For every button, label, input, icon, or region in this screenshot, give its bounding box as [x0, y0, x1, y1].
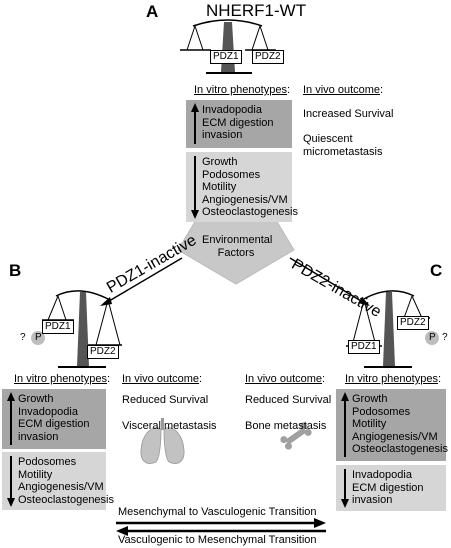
panel-b-in-vitro-header: In vitro phenotypes:	[14, 373, 111, 385]
panel-c-in-vitro-header: In vitro phenotypes:	[345, 373, 442, 385]
list-item: ECM digestion	[18, 418, 90, 430]
list-item: Podosomes	[352, 405, 411, 418]
panel-b-up-list: Growth Invadopodia ECM digestion invasio…	[18, 393, 90, 443]
list-item: Growth	[202, 156, 238, 168]
panel-b-in-vivo-item: Visceral metastasis	[122, 420, 217, 432]
list-item: Invadopodia	[352, 469, 412, 481]
panel-b-down-list: Podosomes Motility Angiogenesis/VM Osteo…	[18, 456, 114, 506]
panel-a-in-vitro-header: In vitro phenotypes:	[194, 84, 291, 96]
phosphate-label-c: P	[429, 332, 436, 343]
panel-c-down-list: Invadopodia ECM digestion invasion	[352, 469, 424, 507]
list-item: Osteoclastogenesis	[352, 443, 448, 455]
list-item: Podosomes	[202, 168, 261, 181]
lungs-icon	[140, 418, 185, 464]
panel-b-letter: B	[9, 261, 22, 280]
panel-c-up-box: Growth Podosomes Motility Angiogenesis/V…	[336, 389, 448, 461]
list-item: Osteoclastogenesis	[18, 493, 114, 506]
panel-a-up-box: Invadopodia ECM digestion invasion	[186, 100, 292, 148]
panel-b-in-vivo-item: Reduced Survival	[122, 394, 209, 406]
panel-c-in-vivo-header: In vivo outcome:	[245, 373, 326, 385]
panel-a-in-vivo-item: micrometastasis	[303, 146, 383, 158]
reverse-transition-arrow	[116, 526, 326, 536]
up-arrow-icon	[341, 392, 349, 457]
panel-a-title: NHERF1-WT	[206, 1, 307, 20]
list-item: ECM digestion	[202, 116, 274, 129]
list-item: ECM digestion	[352, 481, 424, 494]
panel-c-letter: C	[430, 261, 443, 280]
panel-b-up-box: Growth Invadopodia ECM digestion invasio…	[2, 389, 106, 449]
balance-scale-c	[346, 290, 439, 368]
list-item: Osteoclastogenesis	[202, 206, 298, 218]
pdz2-box-c: PDZ2	[397, 316, 429, 330]
list-item: invasion	[18, 430, 59, 443]
list-item: Angiogenesis/VM	[18, 481, 104, 493]
pdz2-box-a: PDZ2	[252, 50, 284, 64]
list-item: Angiogenesis/VM	[352, 430, 438, 443]
list-item: Motility	[18, 468, 53, 481]
question-mark-c: ?	[442, 332, 448, 343]
panel-b-in-vivo-header: In vivo outcome:	[122, 373, 203, 385]
panel-a-down-list: Growth Podosomes Motility Angiogenesis/V…	[202, 156, 298, 219]
question-mark-b: ?	[20, 332, 26, 343]
pdz1-box-c: PDZ1	[348, 340, 380, 354]
list-item: Invadopodia	[18, 405, 78, 418]
panel-a-in-vivo-header: In vivo outcome:	[303, 84, 384, 96]
panel-c-in-vivo-item: Reduced Survival	[245, 394, 332, 406]
list-item: Angiogenesis/VM	[202, 193, 288, 206]
down-arrow-icon	[341, 469, 349, 508]
environmental-factors-label: Environmental Factors	[202, 234, 273, 259]
panel-a-in-vivo-item: Quiescent	[303, 133, 353, 145]
pdz1-box-b: PDZ1	[42, 320, 74, 334]
list-item: invasion	[352, 494, 393, 506]
panel-a-letter: A	[146, 2, 159, 21]
list-item: Invadopodia	[202, 104, 262, 116]
list-item: Motility	[352, 418, 387, 430]
down-arrow-icon	[191, 156, 199, 219]
up-arrow-icon	[191, 103, 199, 144]
panel-c-up-list: Growth Podosomes Motility Angiogenesis/V…	[352, 393, 448, 456]
list-item: Growth	[352, 393, 388, 405]
list-item: invasion	[202, 129, 243, 141]
bone-icon	[280, 422, 312, 450]
panel-b-down-box: Podosomes Motility Angiogenesis/VM Osteo…	[2, 452, 114, 510]
phosphate-label-b: P	[35, 332, 42, 343]
panel-a-up-list: Invadopodia ECM digestion invasion	[202, 104, 274, 142]
list-item: Growth	[18, 393, 54, 405]
balance-scale-a	[180, 19, 276, 74]
down-arrow-icon	[7, 456, 15, 507]
panel-c-down-box: Invadopodia ECM digestion invasion	[336, 465, 446, 511]
reverse-transition-label: Vasculogenic to Mesenchymal Transition	[118, 534, 317, 546]
arrow-to-b	[100, 257, 183, 306]
pdz2-box-b: PDZ2	[87, 345, 119, 359]
list-item: Motility	[202, 181, 237, 193]
up-arrow-icon	[7, 392, 15, 445]
list-item: Podosomes	[18, 456, 77, 468]
pdz1-box-a: PDZ1	[210, 50, 242, 64]
panel-c-in-vivo-item: Bone metastasis	[245, 420, 327, 432]
arrow-to-c	[289, 257, 370, 306]
panel-a-in-vivo-item: Increased Survival	[303, 108, 394, 120]
panel-a-down-box: Growth Podosomes Motility Angiogenesis/V…	[186, 152, 298, 222]
forward-transition-label: Mesenchymal to Vasculogenic Transition	[118, 506, 317, 518]
forward-transition-arrow	[116, 518, 326, 528]
